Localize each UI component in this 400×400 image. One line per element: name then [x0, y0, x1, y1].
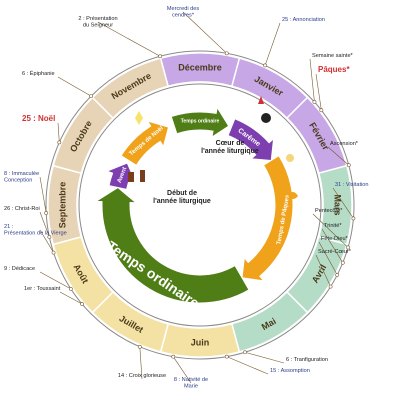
month-label-juin: Juin — [191, 338, 210, 348]
leader-dot-toussaint — [80, 302, 84, 306]
leader-paques — [315, 73, 322, 111]
leader-dot-noel — [57, 140, 62, 145]
leader-ascension — [327, 146, 349, 166]
month-ring — [47, 52, 353, 358]
leader-epiphanie — [57, 76, 92, 97]
leader-annonciation — [264, 22, 281, 66]
leader-dot-transfiguration — [243, 350, 247, 355]
leader-dot-nativite — [171, 354, 176, 359]
leader-dot-epiphanie — [89, 94, 94, 99]
feast-label-sacre_coeur: Sacré-Cœur* — [318, 249, 352, 255]
star-icon — [135, 111, 143, 125]
leader-dot-semaine_sainte — [312, 100, 317, 104]
leader-dot-ascension — [346, 163, 351, 168]
leader-lines — [39, 11, 356, 384]
feast-label-assomption: 15 : Assomption — [270, 368, 310, 374]
ring-outlines — [45, 50, 355, 360]
avent-label: Avent — [117, 167, 128, 185]
feast-label-noel: 25 : Noël — [22, 114, 55, 123]
leader-presentation — [97, 21, 161, 57]
feast-label-annonciation: 25 : Annonciation — [282, 17, 325, 23]
leader-dot-visitation — [351, 216, 356, 221]
leader-christ_roi — [39, 211, 50, 238]
feast-label-transfiguration: 6 : Tranfiguration — [286, 357, 328, 363]
feast-label-croix: 14 : Croix glorieuse — [118, 373, 166, 379]
leader-semaine_sainte — [309, 58, 315, 102]
leader-cendres — [182, 11, 227, 54]
ordinary-small-label: Temps ordinaire — [181, 119, 220, 125]
leader-noel — [57, 122, 60, 143]
fire-icon — [288, 192, 298, 199]
leader-visitation — [332, 187, 354, 219]
leader-dot-presentation — [158, 54, 163, 59]
leader-trinite — [321, 228, 344, 263]
leader-assomption — [226, 356, 269, 375]
feast-label-toussaint: 1er : Toussaint — [24, 286, 61, 292]
feast-label-christ_roi: 26 : Christ-Roi — [4, 206, 40, 212]
leader-dot-paques — [319, 108, 324, 113]
ring-outer-line — [45, 50, 355, 360]
leader-dot-sacre_coeur — [328, 284, 333, 289]
feast-label-epiphanie: 6 : Épiphanie — [22, 70, 55, 77]
month-band-decembre — [159, 52, 241, 88]
leader-dot-cendres — [224, 51, 229, 56]
leader-dot-christ_roi — [47, 235, 52, 239]
flame-icon — [258, 96, 264, 104]
candles-icon — [128, 170, 145, 182]
leader-presentation_vierge — [39, 229, 54, 253]
month-label-septembre: Septembre — [58, 182, 68, 229]
leader-dot-presentation_vierge — [51, 250, 56, 255]
feast-label-fete_dieu: Fête-Dieu* — [321, 236, 349, 242]
leader-immaculee — [39, 176, 47, 214]
lantern-icon — [261, 113, 271, 123]
leader-dot-croix — [137, 344, 142, 349]
ordinary-main-arrow — [94, 186, 250, 304]
leader-dot-immaculee — [44, 211, 49, 215]
dove-icon — [286, 154, 294, 162]
season-arrows — [94, 106, 294, 304]
feast-label-trinite: Trinité* — [324, 223, 342, 229]
feast-label-dedicace: 9 : Dédicace — [4, 266, 35, 272]
leader-dot-fete_dieu — [335, 273, 340, 277]
leader-dot-dedicace — [68, 286, 73, 291]
leader-transfiguration — [244, 351, 285, 364]
leader-dot-assomption — [224, 354, 229, 359]
leader-dot-trinite — [340, 260, 345, 265]
leader-dot-pentecote — [346, 245, 350, 250]
month-label-decembre: Décembre — [178, 63, 222, 73]
feast-label-pentecote: Pentecôte* — [315, 208, 343, 214]
ordinary-small-arrow — [170, 106, 230, 139]
leader-fete_dieu — [318, 241, 338, 276]
leader-croix — [139, 346, 143, 380]
leader-sacre_coeur — [315, 254, 331, 287]
month-label-mars: Mars — [333, 194, 343, 215]
feast-markers — [128, 96, 298, 199]
feast-label-ascension: Ascension* — [330, 141, 359, 147]
leader-toussaint — [59, 291, 83, 305]
feast-label-paques: Pâques* — [318, 65, 350, 74]
feast-label-semaine_sainte: Semaine sainte* — [312, 53, 354, 59]
ring-inner-line — [78, 83, 322, 327]
noel-season-arrow — [120, 120, 170, 166]
leader-dedicace — [39, 271, 71, 290]
leader-nativite — [173, 356, 192, 384]
feast-label-visitation: 31 : Visitation — [335, 182, 368, 188]
feast-label-presentation_vierge: 21 :Présentation de la Vierge — [4, 224, 67, 237]
leader-dot-annonciation — [263, 63, 267, 68]
leader-pentecote — [312, 213, 349, 248]
